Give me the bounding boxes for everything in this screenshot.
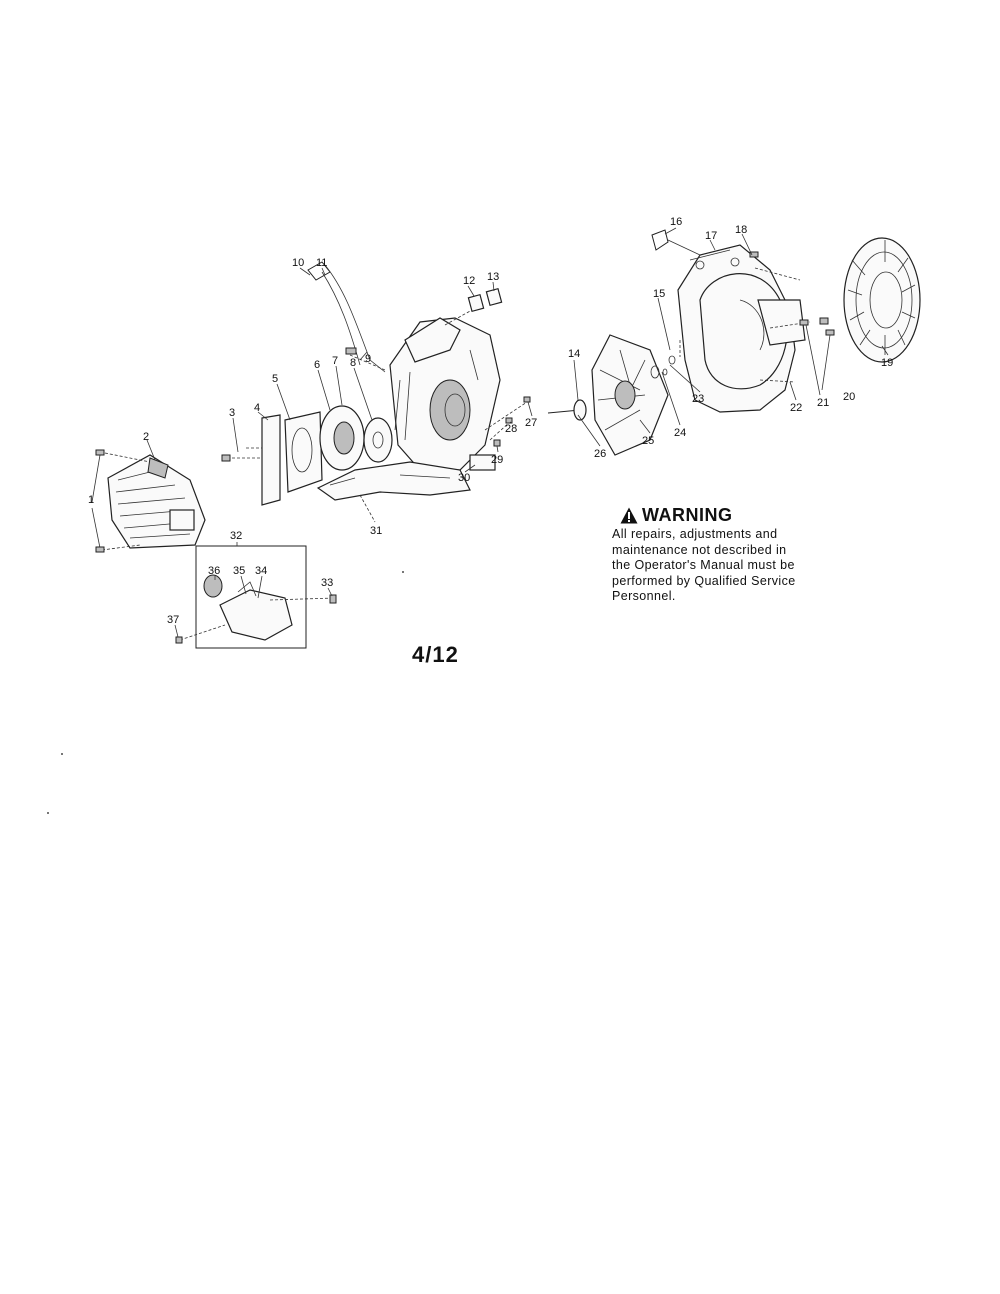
scan-speck xyxy=(47,812,49,814)
part-label-6: 6 xyxy=(314,359,320,371)
part-label-31: 31 xyxy=(370,525,382,537)
part-label-25: 25 xyxy=(642,435,654,447)
carburetor-adapter-drawing xyxy=(221,411,323,506)
warning-heading: WARNING xyxy=(620,505,852,525)
screws-27-29-drawing xyxy=(484,396,531,447)
part-label-30: 30 xyxy=(458,472,470,484)
part-label-12: 12 xyxy=(463,275,475,287)
handle-drawing xyxy=(316,461,471,523)
warning-notice: WARNING All repairs, adjustments and mai… xyxy=(612,505,852,605)
part-label-22: 22 xyxy=(790,402,802,414)
part-label-4: 4 xyxy=(254,402,260,414)
part-label-11: 11 xyxy=(316,257,327,269)
part-label-26: 26 xyxy=(594,448,606,460)
leader-lines xyxy=(146,227,889,638)
engine-housing-drawing xyxy=(307,261,501,471)
part-label-17: 17 xyxy=(705,230,717,242)
part-label-14: 14 xyxy=(568,348,580,360)
page-number: 4/12 xyxy=(412,642,459,667)
scan-speck xyxy=(402,571,404,573)
part-label-19: 19 xyxy=(881,357,893,369)
part-label-33: 33 xyxy=(321,577,333,589)
part-label-23: 23 xyxy=(692,393,704,405)
impeller-drawing xyxy=(547,334,669,456)
warning-heading-text: WARNING xyxy=(642,505,733,525)
warning-triangle-icon xyxy=(620,507,638,523)
part-label-21: 21 xyxy=(817,397,829,409)
scan-speck xyxy=(61,753,63,755)
air-filter-cover-drawing xyxy=(91,449,206,553)
part-label-13: 13 xyxy=(487,271,499,283)
blower-housing-drawing xyxy=(662,244,806,413)
inset-box-drawing xyxy=(175,545,337,649)
part-label-37: 37 xyxy=(167,614,179,626)
part-label-2: 2 xyxy=(143,431,149,443)
part-label-3: 3 xyxy=(229,407,235,419)
part-label-8: 8 xyxy=(350,357,356,369)
part-label-36: 36 xyxy=(208,565,220,577)
part-label-16: 16 xyxy=(670,216,682,228)
part-label-15: 15 xyxy=(653,288,665,300)
part-label-29: 29 xyxy=(491,454,503,466)
warning-body-text: All repairs, adjustments and maintenance… xyxy=(612,527,796,603)
part-label-5: 5 xyxy=(272,373,278,385)
part-label-34: 34 xyxy=(255,565,267,577)
flywheel-drawing xyxy=(319,405,393,471)
part-number-labels: 1 2 3 4 5 6 7 8 9 10 11 12 13 14 15 16 1… xyxy=(88,216,893,626)
part-label-27: 27 xyxy=(525,417,537,429)
part-label-28: 28 xyxy=(505,423,517,435)
part-label-1: 1 xyxy=(88,494,94,506)
part-label-18: 18 xyxy=(735,224,747,236)
part-label-35: 35 xyxy=(233,565,245,577)
part-label-20: 20 xyxy=(843,391,855,403)
spark-plug-boots-drawing xyxy=(444,287,503,326)
part-label-32: 32 xyxy=(230,530,242,542)
clip-16-drawing xyxy=(651,229,701,256)
part-label-9: 9 xyxy=(365,353,371,365)
part-label-7: 7 xyxy=(332,355,338,367)
part-label-10: 10 xyxy=(292,257,304,269)
part-label-24: 24 xyxy=(674,427,686,439)
intake-grille-drawing xyxy=(843,237,921,363)
